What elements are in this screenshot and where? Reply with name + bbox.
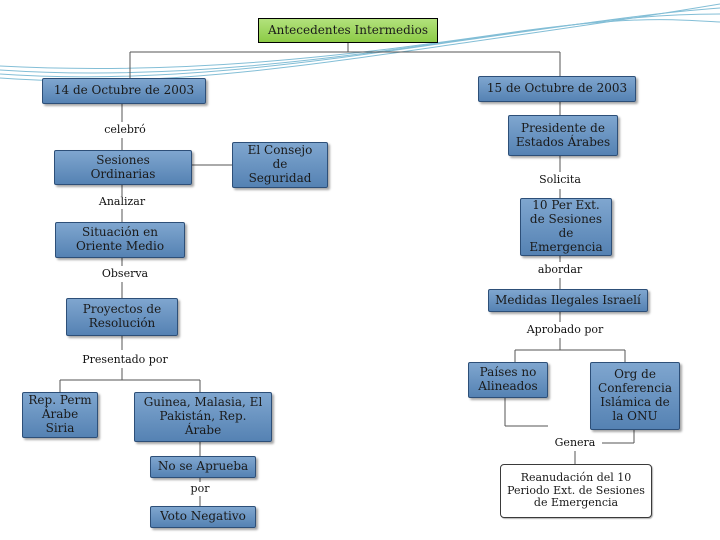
title-text: Antecedentes Intermedios xyxy=(267,22,429,37)
periodo-text: 10 Per Ext. de Sesiones de Emergencia xyxy=(529,198,603,254)
org-text: Org de Conferencia Islámica de la ONU xyxy=(598,367,672,423)
label-abordar-text: abordar xyxy=(537,262,583,276)
title-box: Antecedentes Intermedios xyxy=(258,18,438,43)
presidente-text: Presidente de Estados Árabes xyxy=(515,120,611,149)
paises-box: Países no Alineados xyxy=(468,362,548,398)
date-right-text: 15 de Octubre de 2003 xyxy=(486,81,628,96)
voto-box: Voto Negativo xyxy=(150,506,256,528)
rep-perm-text: Rep. Perm Árabe Siria xyxy=(28,393,92,435)
label-presentado-text: Presentado por xyxy=(82,352,168,366)
label-observa-text: Observa xyxy=(101,266,149,280)
proyectos-text: Proyectos de Resolución xyxy=(82,302,162,330)
situacion-text: Situación en Oriente Medio xyxy=(75,225,165,253)
label-celebro: celebró xyxy=(95,122,155,138)
sesiones-box: Sesiones Ordinarias xyxy=(54,150,192,185)
label-observa: Observa xyxy=(95,266,155,282)
situacion-box: Situación en Oriente Medio xyxy=(55,222,185,258)
label-aprobado-text: Aprobado por xyxy=(526,322,604,336)
label-solicita-text: Solicita xyxy=(539,172,581,186)
rep-perm-box: Rep. Perm Árabe Siria xyxy=(22,392,98,438)
label-genera: Genera xyxy=(548,436,602,451)
label-solicita: Solicita xyxy=(530,172,590,188)
reanudacion-box: Reanudación del 10 Periodo Ext. de Sesio… xyxy=(500,464,652,518)
no-aprueba-text: No se Aprueba xyxy=(157,459,249,474)
label-celebro-text: celebró xyxy=(104,122,146,136)
decorative-swoosh xyxy=(0,3,720,82)
consejo-text: El Consejo de Seguridad xyxy=(247,143,313,185)
org-box: Org de Conferencia Islámica de la ONU xyxy=(590,362,680,430)
no-aprueba-box: No se Aprueba xyxy=(150,456,256,478)
reanudacion-text: Reanudación del 10 Periodo Ext. de Sesio… xyxy=(507,471,645,510)
presidente-box: Presidente de Estados Árabes xyxy=(508,115,618,156)
medidas-box: Medidas Ilegales Israelí xyxy=(488,289,648,312)
medidas-text: Medidas Ilegales Israelí xyxy=(495,292,641,307)
paises-text: Países no Alineados xyxy=(478,365,538,393)
label-analizar-text: Analizar xyxy=(98,194,146,208)
date-left-box: 14 de Octubre de 2003 xyxy=(42,78,206,104)
date-left-text: 14 de Octubre de 2003 xyxy=(53,83,195,98)
label-genera-text: Genera xyxy=(554,436,596,450)
label-presentado: Presentado por xyxy=(70,352,180,368)
proyectos-box: Proyectos de Resolución xyxy=(66,298,178,336)
sesiones-text: Sesiones Ordinarias xyxy=(90,152,156,181)
date-right-box: 15 de Octubre de 2003 xyxy=(478,76,636,102)
label-por: por xyxy=(185,482,215,496)
guinea-text: Guinea, Malasia, El Pakistán, Rep. Árabe xyxy=(143,395,263,437)
label-aprobado: Aprobado por xyxy=(515,322,615,338)
periodo-box: 10 Per Ext. de Sesiones de Emergencia xyxy=(520,198,612,256)
label-por-text: por xyxy=(190,481,210,495)
voto-text: Voto Negativo xyxy=(160,509,246,524)
label-abordar: abordar xyxy=(530,262,590,278)
guinea-box: Guinea, Malasia, El Pakistán, Rep. Árabe xyxy=(134,392,272,442)
label-analizar: Analizar xyxy=(92,194,152,210)
consejo-box: El Consejo de Seguridad xyxy=(232,142,328,188)
